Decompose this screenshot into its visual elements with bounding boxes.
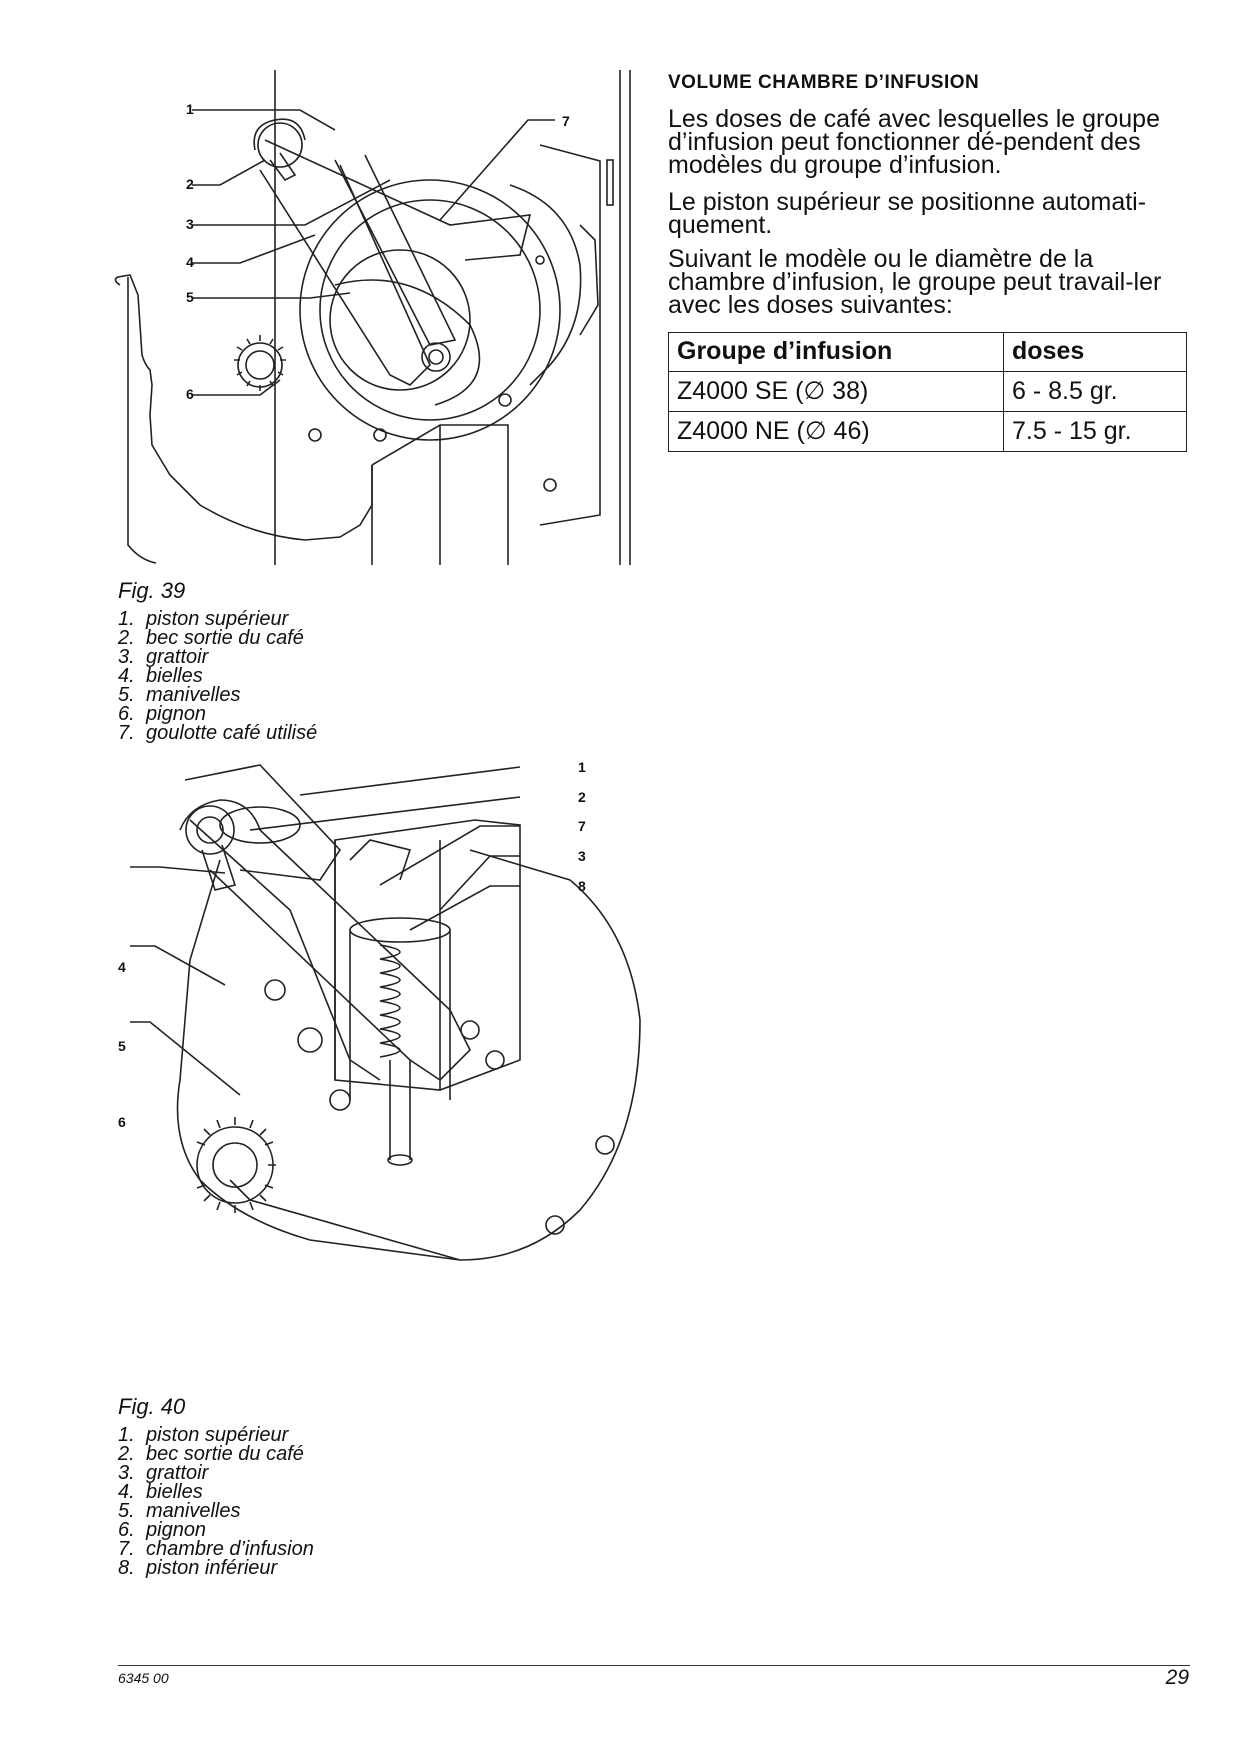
legend-item: 4.bielles [118, 1481, 203, 1503]
page-number: 29 [1165, 1666, 1189, 1689]
table-row: Z4000 SE (∅ 38) 6 - 8.5 gr. [668, 371, 1187, 412]
legend-item: 1.piston supérieur [118, 1424, 289, 1446]
fig39-legend: 1.piston supérieur 2.bec sortie du café … [118, 608, 318, 744]
fig40-callout-7: 7 [578, 818, 586, 834]
legend-item: 6.pignon [118, 1519, 207, 1541]
fig40-callout-6: 6 [118, 1114, 126, 1130]
footer-divider [118, 1665, 1190, 1666]
fig39-caption: Fig. 39 [118, 578, 186, 603]
table-cell: Z4000 NE (∅ 46) [668, 411, 1004, 452]
legend-item: 1.piston supérieur [118, 608, 289, 630]
fig40-callout-5: 5 [118, 1038, 126, 1054]
document-number: 6345 00 [118, 1670, 169, 1686]
fig39-callout-6: 6 [186, 386, 194, 402]
table-header-row: Groupe d’infusion doses [668, 332, 1187, 372]
table-cell: Z4000 SE (∅ 38) [668, 371, 1004, 412]
legend-item: 3.grattoir [118, 646, 209, 668]
fig40-callout-3: 3 [578, 848, 586, 864]
fig40-illustration [130, 764, 641, 1261]
fig40-caption: Fig. 40 [118, 1394, 186, 1419]
legend-item: 7.chambre d’infusion [118, 1538, 314, 1560]
section-heading: VOLUME CHAMBRE D’INFUSION [668, 72, 980, 93]
fig39-callout-7: 7 [562, 113, 570, 129]
legend-item: 7.goulotte café utilisé [118, 722, 318, 744]
doses-table: Groupe d’infusion doses Z4000 SE (∅ 38) … [668, 332, 1187, 452]
fig40-callout-2: 2 [578, 789, 586, 805]
legend-item: 2.bec sortie du café [118, 1443, 304, 1465]
table-header-cell: doses [1003, 332, 1187, 372]
legend-item: 8.piston inférieur [118, 1557, 278, 1579]
paragraph-piston-auto: Le piston supérieur se positionne automa… [668, 188, 1147, 239]
paragraph-model-diameter: Suivant le modèle ou le diamètre de la c… [668, 245, 1162, 319]
legend-item: 5.manivelles [118, 1500, 241, 1522]
fig39-callout-3: 3 [186, 216, 194, 232]
legend-item: 2.bec sortie du café [118, 627, 304, 649]
fig39-illustration [114, 70, 631, 565]
table-row: Z4000 NE (∅ 46) 7.5 - 15 gr. [668, 411, 1187, 452]
table-header-cell: Groupe d’infusion [668, 332, 1004, 372]
fig40-callout-1: 1 [578, 759, 586, 775]
legend-item: 4.bielles [118, 665, 203, 687]
paragraph-doses-intro: Les doses de café avec lesquelles le gro… [668, 105, 1160, 179]
table-cell: 6 - 8.5 gr. [1003, 371, 1187, 412]
legend-item: 3.grattoir [118, 1462, 209, 1484]
fig39-callout-1: 1 [186, 101, 194, 117]
fig39-callout-2: 2 [186, 176, 194, 192]
legend-item: 5.manivelles [118, 684, 241, 706]
fig39-callout-5: 5 [186, 289, 194, 305]
table-cell: 7.5 - 15 gr. [1003, 411, 1187, 452]
fig40-legend: 1.piston supérieur 2.bec sortie du café … [118, 1424, 314, 1579]
fig40-callout-4: 4 [118, 959, 126, 975]
fig40-callout-8: 8 [578, 878, 586, 894]
fig39-callout-4: 4 [186, 254, 194, 270]
legend-item: 6.pignon [118, 703, 207, 725]
